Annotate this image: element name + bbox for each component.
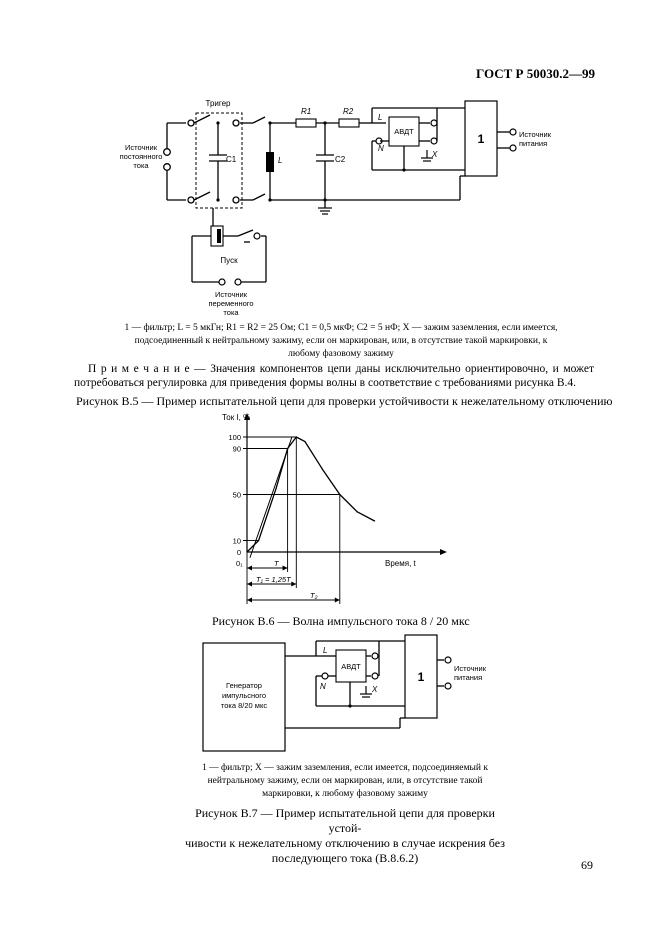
figure-b6-caption: Рисунок В.6 — Волна импульсного тока 8 /… <box>212 614 470 628</box>
note-text: — Значения компонентов цепи даны исключи… <box>74 363 594 389</box>
term-l-label: L <box>323 646 327 655</box>
y-axis-label: Ток I, % <box>222 413 250 422</box>
wave-point <box>295 436 297 438</box>
dimension-arrow <box>247 597 252 603</box>
wave-point <box>287 447 289 450</box>
figure-b5-legend: 1 — фильтр; L = 5 мкГн; R1 = R2 = 25 Ом;… <box>86 322 596 361</box>
power-source-label-2: питания <box>454 673 482 682</box>
legend-line: любому фазовому зажиму <box>288 349 394 359</box>
wave-point <box>246 551 248 553</box>
power-source-label-2: питания <box>519 139 547 148</box>
figure-b7-circuit: Генератор импульсного тока 8/20 мкс АВДТ… <box>202 634 487 752</box>
current-wave <box>246 436 375 553</box>
dimension-arrow <box>247 581 252 587</box>
note-paragraph: П р и м е ч а н и е — Значения компонент… <box>74 362 594 390</box>
box1-label: 1 <box>478 132 485 146</box>
term-x-label: X <box>431 150 438 159</box>
c2-label: C2 <box>335 155 346 164</box>
dimension-arrow <box>291 581 297 587</box>
l-label: L <box>278 156 282 165</box>
generator-label-1: Генератор <box>226 681 262 690</box>
term-n-label: N <box>378 144 384 153</box>
caption-line: Рисунок В.7 — Пример испытательной цепи … <box>195 806 495 835</box>
term-x-label: X <box>371 685 378 694</box>
dc-source-label-1: Источник <box>125 143 158 152</box>
avdt-label: АВДТ <box>394 127 414 136</box>
dc-source-label-2: постоянного <box>120 152 163 161</box>
legend-line: нейтральному зажиму, если он маркирован,… <box>207 776 483 786</box>
dimension-arrow <box>334 597 340 603</box>
wave-point <box>275 488 277 490</box>
dimension-arrow <box>247 565 252 571</box>
wave-point <box>258 539 260 542</box>
page-header: ГОСТ Р 50030.2—99 <box>476 66 595 81</box>
page-number: 69 <box>581 858 593 872</box>
caption-line: последующего тока (В.8.6.2) <box>271 851 419 865</box>
r1-label: R1 <box>301 107 311 116</box>
dc-source-label-3: тока <box>133 161 149 170</box>
legend-line: 1 — фильтр; L = 5 мкГн; R1 = R2 = 25 Ом;… <box>124 323 558 333</box>
figure-b5-circuit: Тригер Источник постоянного тока C1 L R1… <box>120 99 552 317</box>
y-tick-label: 50 <box>233 491 241 500</box>
c1-label: C1 <box>226 155 237 164</box>
wave-point <box>374 520 376 522</box>
y-tick-label: 0 <box>237 548 241 557</box>
r2-label: R2 <box>343 107 354 116</box>
origin-label: 0₁ <box>236 559 243 568</box>
trigger-label: Тригер <box>206 99 232 108</box>
dimension-label: T <box>274 559 280 568</box>
dimension-label: T₂ <box>310 591 318 600</box>
avdt-label: АВДТ <box>341 662 361 671</box>
legend-line: 1 — фильтр; X — зажим заземления, если и… <box>202 763 488 773</box>
dimension-label: T₁ = 1,25T <box>256 575 292 584</box>
power-source-label-1: Источник <box>454 664 487 673</box>
term-n-label: N <box>320 682 326 691</box>
dimension-arrow <box>282 565 288 571</box>
x-axis-arrow <box>440 549 447 555</box>
legend-line: подсоединенный к нейтральному зажиму, ес… <box>134 336 548 346</box>
y-tick-label: 10 <box>233 537 241 546</box>
wave-point <box>339 493 341 496</box>
power-source-label-1: Источник <box>519 130 552 139</box>
wave-point <box>304 441 306 443</box>
ac-source-label-2: переменного <box>208 299 253 308</box>
generator-label-2: импульсного <box>222 691 266 700</box>
start-label: Пуск <box>220 256 238 265</box>
y-tick-label: 100 <box>228 433 241 442</box>
term-l-label: L <box>378 113 382 122</box>
generator-label-3: тока 8/20 мкс <box>221 701 267 710</box>
legend-line: маркировки, к любому фазовому зажиму <box>262 789 428 799</box>
wave-point <box>321 468 323 470</box>
caption-line: чивости к нежелательному отключению в сл… <box>185 836 505 850</box>
y-tick-label: 90 <box>233 445 241 454</box>
figure-b7-legend: 1 — фильтр; X — зажим заземления, если и… <box>170 762 520 801</box>
figure-b5-caption: Рисунок В.5 — Пример испытательной цепи … <box>76 394 613 408</box>
ac-source-label-1: Источник <box>215 290 248 299</box>
note-label: П р и м е ч а н и е <box>88 363 190 375</box>
box1-label: 1 <box>418 670 425 684</box>
figure-b7-caption: Рисунок В.7 — Пример испытательной цепи … <box>180 806 510 866</box>
wave-point <box>356 511 358 513</box>
ac-source-label-3: тока <box>223 308 239 317</box>
y-axis-arrow <box>244 413 250 420</box>
x-axis-label: Время, t <box>385 559 417 568</box>
